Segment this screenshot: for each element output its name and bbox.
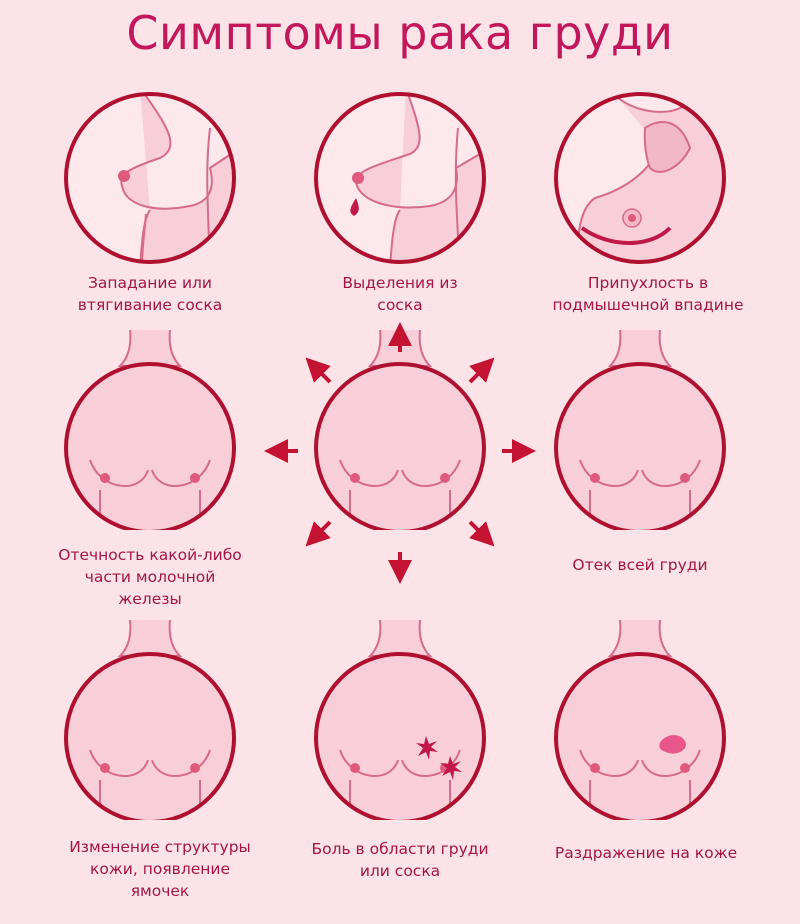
arrow-down-left-icon xyxy=(305,520,332,547)
arrow-up-left-icon xyxy=(305,357,332,384)
skin-rash-icon xyxy=(659,735,686,754)
side-breast-nipple-discharge-icon xyxy=(314,92,486,264)
page-title: Симптомы рака груди xyxy=(126,6,674,60)
symptom-skin-irritation xyxy=(550,620,730,820)
symptom-normal-center xyxy=(310,330,490,530)
label-full-swelling: Отек всей груди xyxy=(572,556,708,574)
label-nipple-discharge: Выделения из соска xyxy=(342,274,458,314)
pain-burst-icon xyxy=(416,736,462,780)
label-pain: Боль в области груди или соска xyxy=(311,840,489,880)
front-breasts-normal-icon xyxy=(314,330,486,530)
symptom-pain xyxy=(310,620,490,820)
front-breasts-skin-irritation-icon xyxy=(554,620,726,820)
arrow-down-right-icon xyxy=(468,520,495,547)
arrow-up-right-icon xyxy=(468,357,495,384)
label-partial-swelling: Отечность какой-либо части молочной желе… xyxy=(58,546,242,608)
label-skin-dimpling: Изменение структуры кожи, появление ямоч… xyxy=(69,838,251,900)
front-breasts-partial-swelling-icon xyxy=(64,330,236,530)
label-nipple-retraction: Западание или втягивание соска xyxy=(77,274,223,314)
symptom-nipple-retraction xyxy=(60,88,240,268)
symptom-armpit-swelling xyxy=(550,88,730,268)
blood-drop-icon xyxy=(350,198,359,216)
front-breasts-full-swelling-icon xyxy=(554,330,726,530)
label-skin-irritation: Раздражение на коже xyxy=(554,844,738,862)
front-breasts-pain-icon xyxy=(314,620,486,820)
front-breasts-skin-dimpling-icon xyxy=(64,620,236,820)
label-armpit-swelling: Припухлость в подмышечной впадине xyxy=(552,274,744,314)
symptom-skin-dimpling xyxy=(60,620,240,820)
side-breast-retracted-nipple-icon xyxy=(64,92,236,264)
symptom-partial-swelling xyxy=(60,330,240,530)
armpit-swelling-icon xyxy=(554,92,726,264)
symptom-full-swelling xyxy=(550,330,730,530)
symptom-nipple-discharge xyxy=(310,88,490,268)
